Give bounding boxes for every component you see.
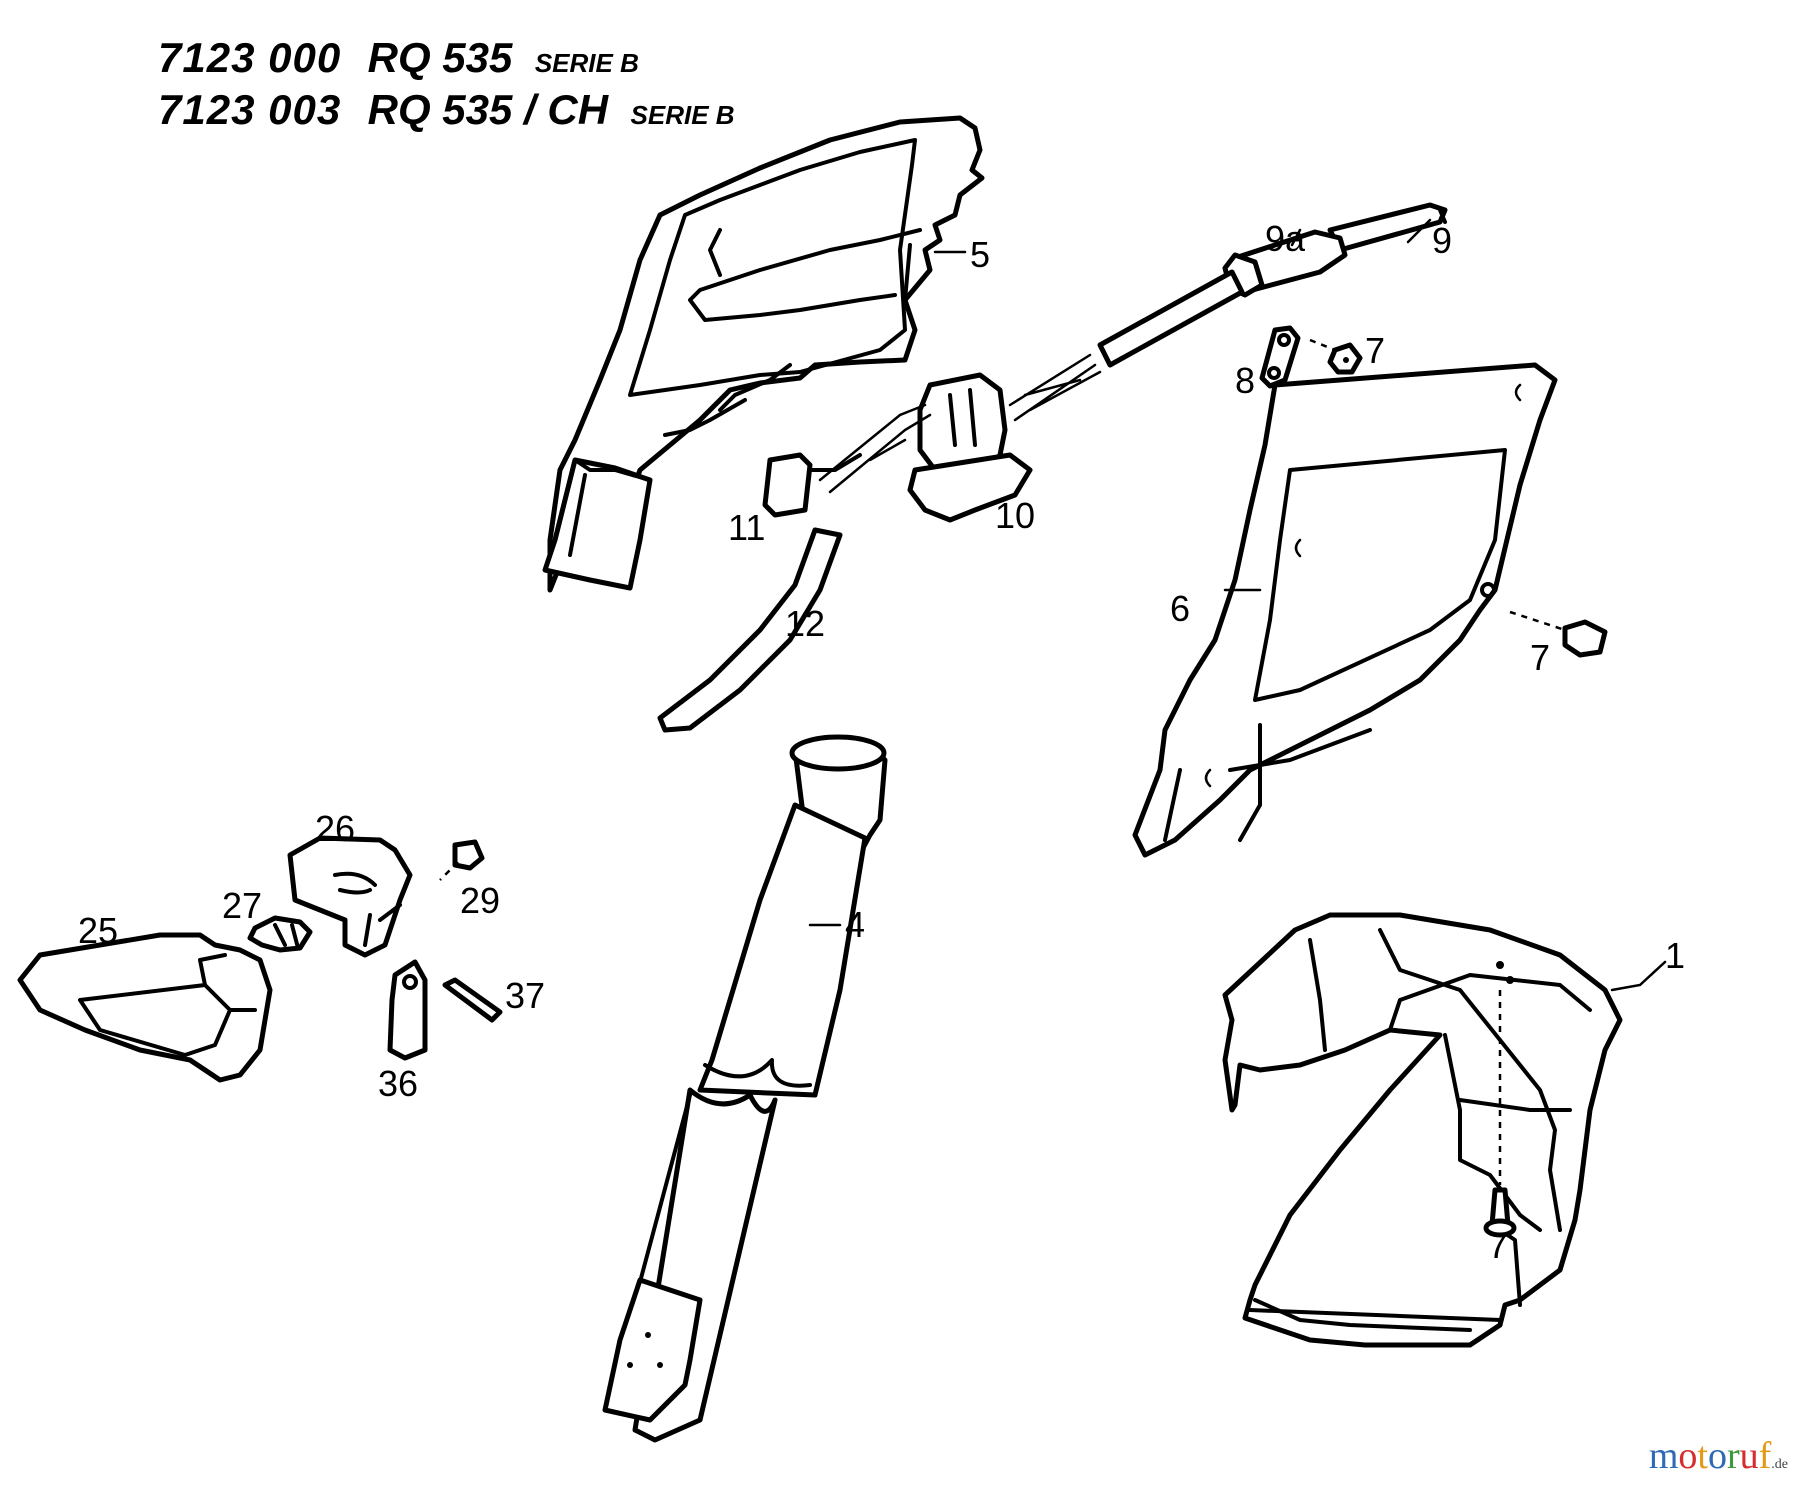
callout-37: 37 <box>505 975 546 1016</box>
pin-part-36 <box>387 959 428 1061</box>
cable-part-9 <box>1327 202 1448 253</box>
serie-label-2: SERIE B <box>630 100 735 130</box>
wm-letter-u: u <box>1739 1435 1759 1477</box>
switch-assembly-part-10 <box>907 372 1033 523</box>
wm-letter-r: r <box>1726 1435 1740 1477</box>
callout-9a: 9a <box>1265 218 1306 259</box>
cable-sleeve-part-9a <box>1097 229 1348 368</box>
rod-part-37 <box>442 977 503 1023</box>
tube-part-4 <box>602 734 888 1443</box>
handle-grip-part-25 <box>17 932 273 1083</box>
leader-lines <box>808 218 1667 992</box>
callout-7-upper: 7 <box>1365 330 1386 371</box>
wm-letter-f: f <box>1758 1435 1772 1477</box>
lower-handle-part-6 <box>1132 362 1558 858</box>
cable-wires-to-switch <box>1008 353 1102 422</box>
title-line-1: 7123 000 RQ 535 SERIE B <box>158 34 639 82</box>
motoruf-watermark: motoruf.de <box>1649 1434 1788 1478</box>
callout-4: 4 <box>845 904 866 945</box>
callout-10: 10 <box>995 495 1036 536</box>
screw-part-7-right <box>1509 610 1608 658</box>
callout-27: 27 <box>222 885 263 926</box>
guard-hood-part-1 <box>1222 912 1623 1348</box>
wm-letter-t: t <box>1697 1435 1708 1477</box>
title-line-2: 7123 003 RQ 535 / CH SERIE B <box>158 86 735 134</box>
callout-1: 1 <box>1665 935 1686 976</box>
wm-suffix: .de <box>1771 1457 1788 1472</box>
switch-wires <box>818 403 932 494</box>
bracket-part-26 <box>287 835 413 958</box>
part-number-1: 7123 000 <box>158 34 342 81</box>
clamp-part-8 <box>1259 325 1301 389</box>
upper-handle-part-5 <box>542 115 985 593</box>
serie-label-1: SERIE B <box>534 48 639 78</box>
callout-26: 26 <box>315 808 356 849</box>
connector-part-11 <box>762 452 862 518</box>
screw-part-7-upper <box>1309 338 1363 375</box>
model-name-1: RQ 535 <box>367 34 513 81</box>
screw-part-7-lower <box>1483 1187 1517 1238</box>
screw-part-29 <box>439 839 485 881</box>
callout-9: 9 <box>1432 220 1453 261</box>
part-number-2: 7123 003 <box>158 86 342 133</box>
wm-letter-o1: o <box>1678 1435 1698 1477</box>
callout-36: 36 <box>378 1063 419 1104</box>
model-name-2: RQ 535 / CH <box>367 86 609 133</box>
wm-letter-m: m <box>1648 1435 1679 1477</box>
callout-29: 29 <box>460 880 501 921</box>
callout-6: 6 <box>1170 588 1191 629</box>
callout-8: 8 <box>1235 360 1256 401</box>
cable-part-12 <box>657 527 843 733</box>
callout-11: 11 <box>728 507 766 548</box>
wm-letter-o2: o <box>1707 1435 1727 1477</box>
callout-7-lower: 7 <box>1488 1225 1509 1266</box>
callout-5: 5 <box>970 234 991 275</box>
callout-7-right: 7 <box>1530 637 1551 678</box>
clip-part-27 <box>247 915 313 953</box>
callout-12: 12 <box>785 603 826 644</box>
callout-25: 25 <box>78 910 119 951</box>
